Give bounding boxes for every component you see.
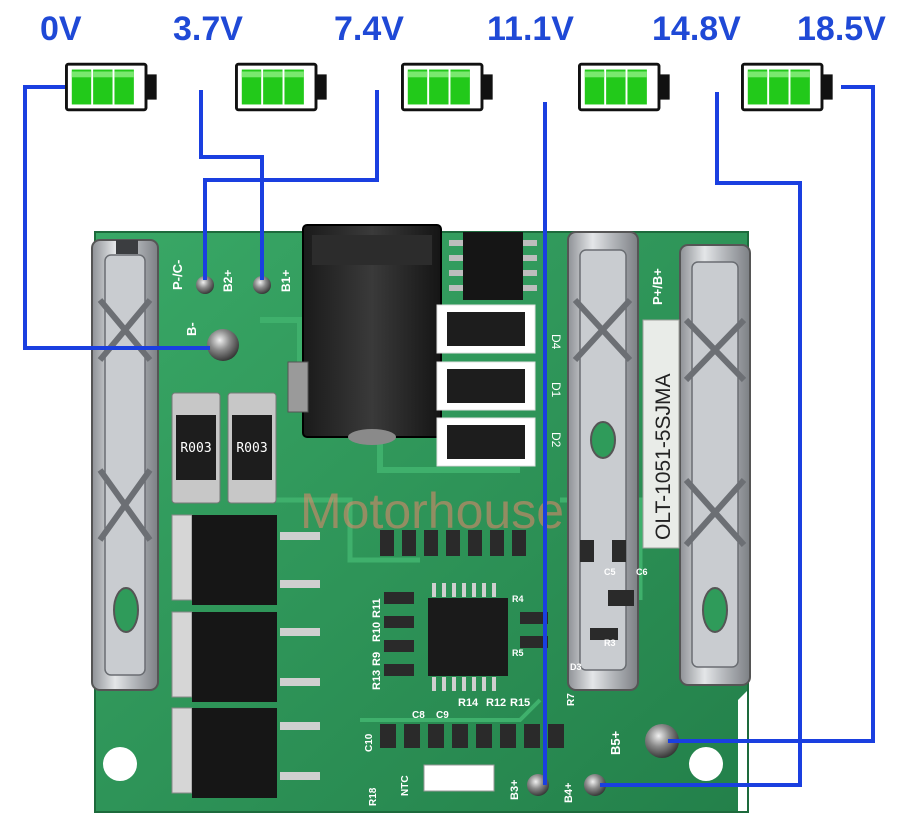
- pad-b4: [584, 774, 606, 796]
- shunt-label-1: R003: [180, 441, 211, 456]
- battery-icon-0: [65, 62, 159, 112]
- mosfets: [171, 514, 320, 798]
- battery-icon-2: [401, 62, 495, 112]
- voltage-label-5: 18.5V: [797, 10, 886, 48]
- silk-b3: B3+: [509, 780, 521, 801]
- pad-p-c: [196, 276, 214, 294]
- silk-r3: R3: [604, 638, 616, 648]
- main-ic: [428, 583, 508, 691]
- wire-14-8v: [600, 92, 802, 787]
- silk-b4: B4+: [563, 783, 575, 804]
- silk-r5: R5: [512, 648, 524, 658]
- right-spring-clip-inner: [567, 231, 639, 691]
- silk-d4: D4: [549, 334, 563, 350]
- silk-c8: C8: [412, 710, 425, 721]
- silk-d1: D1: [549, 382, 563, 398]
- silk-p-plus: P+/B+: [650, 268, 665, 305]
- silk-r7: R7: [566, 693, 577, 706]
- voltage-label-1: 3.7V: [173, 10, 243, 48]
- battery-icon-4: [741, 62, 835, 112]
- pad-b5: [645, 724, 679, 758]
- silk-r18: R18: [368, 787, 379, 806]
- wire-18-5v: [668, 85, 875, 743]
- pad-b-minus: [207, 329, 239, 361]
- diodes: D4 D1 D2: [436, 304, 563, 467]
- silk-ntc: NTC: [400, 775, 411, 796]
- silk-r10: R10: [371, 622, 383, 642]
- silk-r12: R12: [486, 697, 506, 709]
- shunt-resistors: R003 R003: [171, 392, 277, 504]
- pad-b1: [253, 276, 271, 294]
- left-spring-clip: [91, 239, 159, 691]
- smd-capacitor-row: [380, 530, 634, 792]
- dc-jack: [287, 224, 442, 445]
- connection-wires: [23, 85, 875, 787]
- voltage-label-4: 14.8V: [652, 10, 741, 48]
- mount-hole: [689, 747, 723, 781]
- battery-icon-3: [578, 62, 672, 112]
- right-spring-clip-outer: [679, 244, 751, 686]
- silk-d2: D2: [549, 432, 563, 448]
- silk-r13: R13: [371, 670, 383, 690]
- battery-icon-1: [235, 62, 329, 112]
- voltage-label-3: 11.1V: [487, 10, 574, 48]
- watermark-text: Motorhouse: [300, 483, 564, 539]
- silk-r14: R14: [458, 697, 479, 709]
- ic-sop8: [449, 232, 537, 300]
- silk-p-c: P-/C-: [170, 260, 185, 290]
- voltage-label-0: 0V: [40, 10, 82, 48]
- silk-r15: R15: [510, 697, 530, 709]
- model-label: OLT-1051-5SJMA: [642, 319, 680, 549]
- silk-b2: B2+: [221, 270, 235, 292]
- silk-c6: C6: [636, 567, 648, 577]
- model-text: OLT-1051-5SJMA: [652, 373, 675, 540]
- silk-r9: R9: [371, 652, 383, 666]
- wire-7-4v: [203, 90, 379, 280]
- silk-c5: C5: [604, 567, 616, 577]
- silk-c10: C10: [364, 733, 375, 752]
- silk-r4: R4: [512, 594, 524, 604]
- silk-d3: D3: [570, 662, 582, 672]
- wire-3-7v: [199, 90, 264, 280]
- wire-0v: [23, 85, 210, 350]
- shunt-label-2: R003: [236, 441, 267, 456]
- silk-r11: R11: [371, 598, 383, 618]
- silk-b1: B1+: [279, 270, 293, 292]
- mount-hole: [103, 747, 137, 781]
- silk-c9: C9: [436, 710, 449, 721]
- silkscreen-labels: P-/C- B2+ B1+ B- P+/B+ B5+ B4+ B3+ R11 R…: [170, 260, 665, 806]
- silk-b-minus: B-: [184, 322, 199, 336]
- voltage-label-2: 7.4V: [334, 10, 404, 48]
- silk-b5: B5+: [608, 730, 623, 755]
